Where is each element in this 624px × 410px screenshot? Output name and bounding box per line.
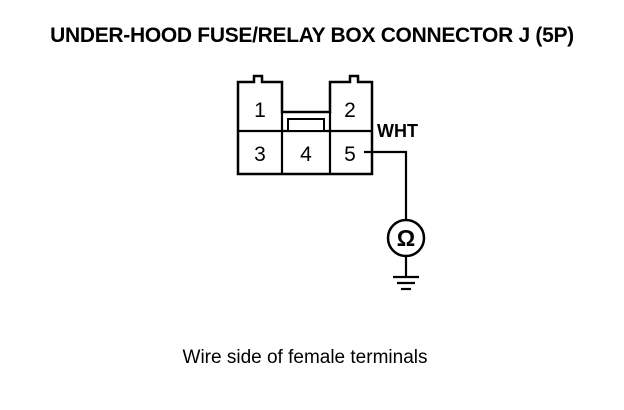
terminal-3-label: 3 xyxy=(254,143,266,166)
ground-icon xyxy=(393,275,419,291)
terminal-2-label: 2 xyxy=(344,99,356,122)
terminal-1-label: 1 xyxy=(254,99,266,122)
terminal-4-label: 4 xyxy=(300,143,312,166)
wire-color-label: WHT xyxy=(377,121,418,141)
locking-tab xyxy=(287,118,325,132)
ohm-symbol: Ω xyxy=(397,225,415,251)
probe-wire xyxy=(364,150,408,220)
diagram-caption: Wire side of female terminals xyxy=(182,347,428,368)
diagram-title: UNDER-HOOD FUSE/RELAY BOX CONNECTOR J (5… xyxy=(50,24,574,47)
connector-housing xyxy=(236,74,374,176)
terminal-5-label: 5 xyxy=(344,143,356,166)
